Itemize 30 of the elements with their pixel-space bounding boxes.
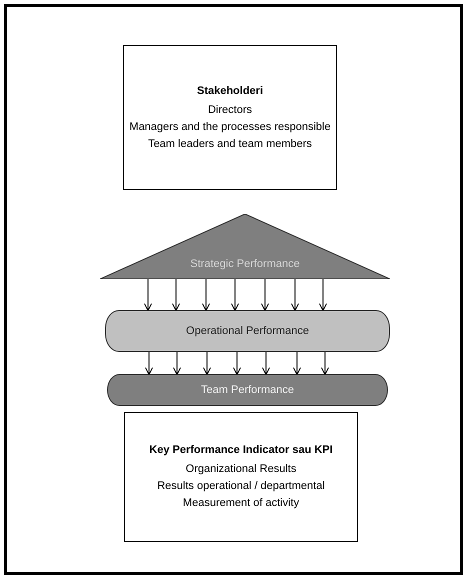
label: Managers and the processes responsible (129, 120, 331, 134)
label: Operational Performance (186, 324, 309, 338)
arrow (233, 352, 241, 376)
arrow (261, 278, 269, 312)
label: Strategic Performance (190, 257, 300, 272)
arrow (203, 352, 211, 376)
label: Team leaders and team members (148, 136, 312, 152)
layer-band (107, 374, 388, 406)
text-box (124, 412, 358, 542)
layer-band (105, 310, 390, 352)
label: Measurement of activity (182, 496, 300, 511)
arrow (291, 278, 299, 312)
arrow (321, 352, 329, 376)
arrow (202, 278, 210, 312)
arrow (172, 278, 180, 312)
heading: Key Performance Indicator sau KPI (149, 443, 333, 458)
heading: Stakeholderi (196, 84, 264, 98)
label: Results operational / departmental (157, 479, 325, 494)
label: Team Performance (201, 382, 294, 398)
arrow (293, 352, 301, 376)
arrow (319, 278, 327, 312)
label: Directors (208, 102, 252, 118)
pyramid-triangle (100, 214, 390, 279)
arrow (262, 352, 270, 376)
arrow (144, 278, 152, 312)
arrow (231, 278, 239, 312)
label: Organizational Results (186, 462, 296, 477)
arrow (173, 352, 181, 376)
text-box (123, 45, 337, 190)
arrow (145, 352, 153, 376)
